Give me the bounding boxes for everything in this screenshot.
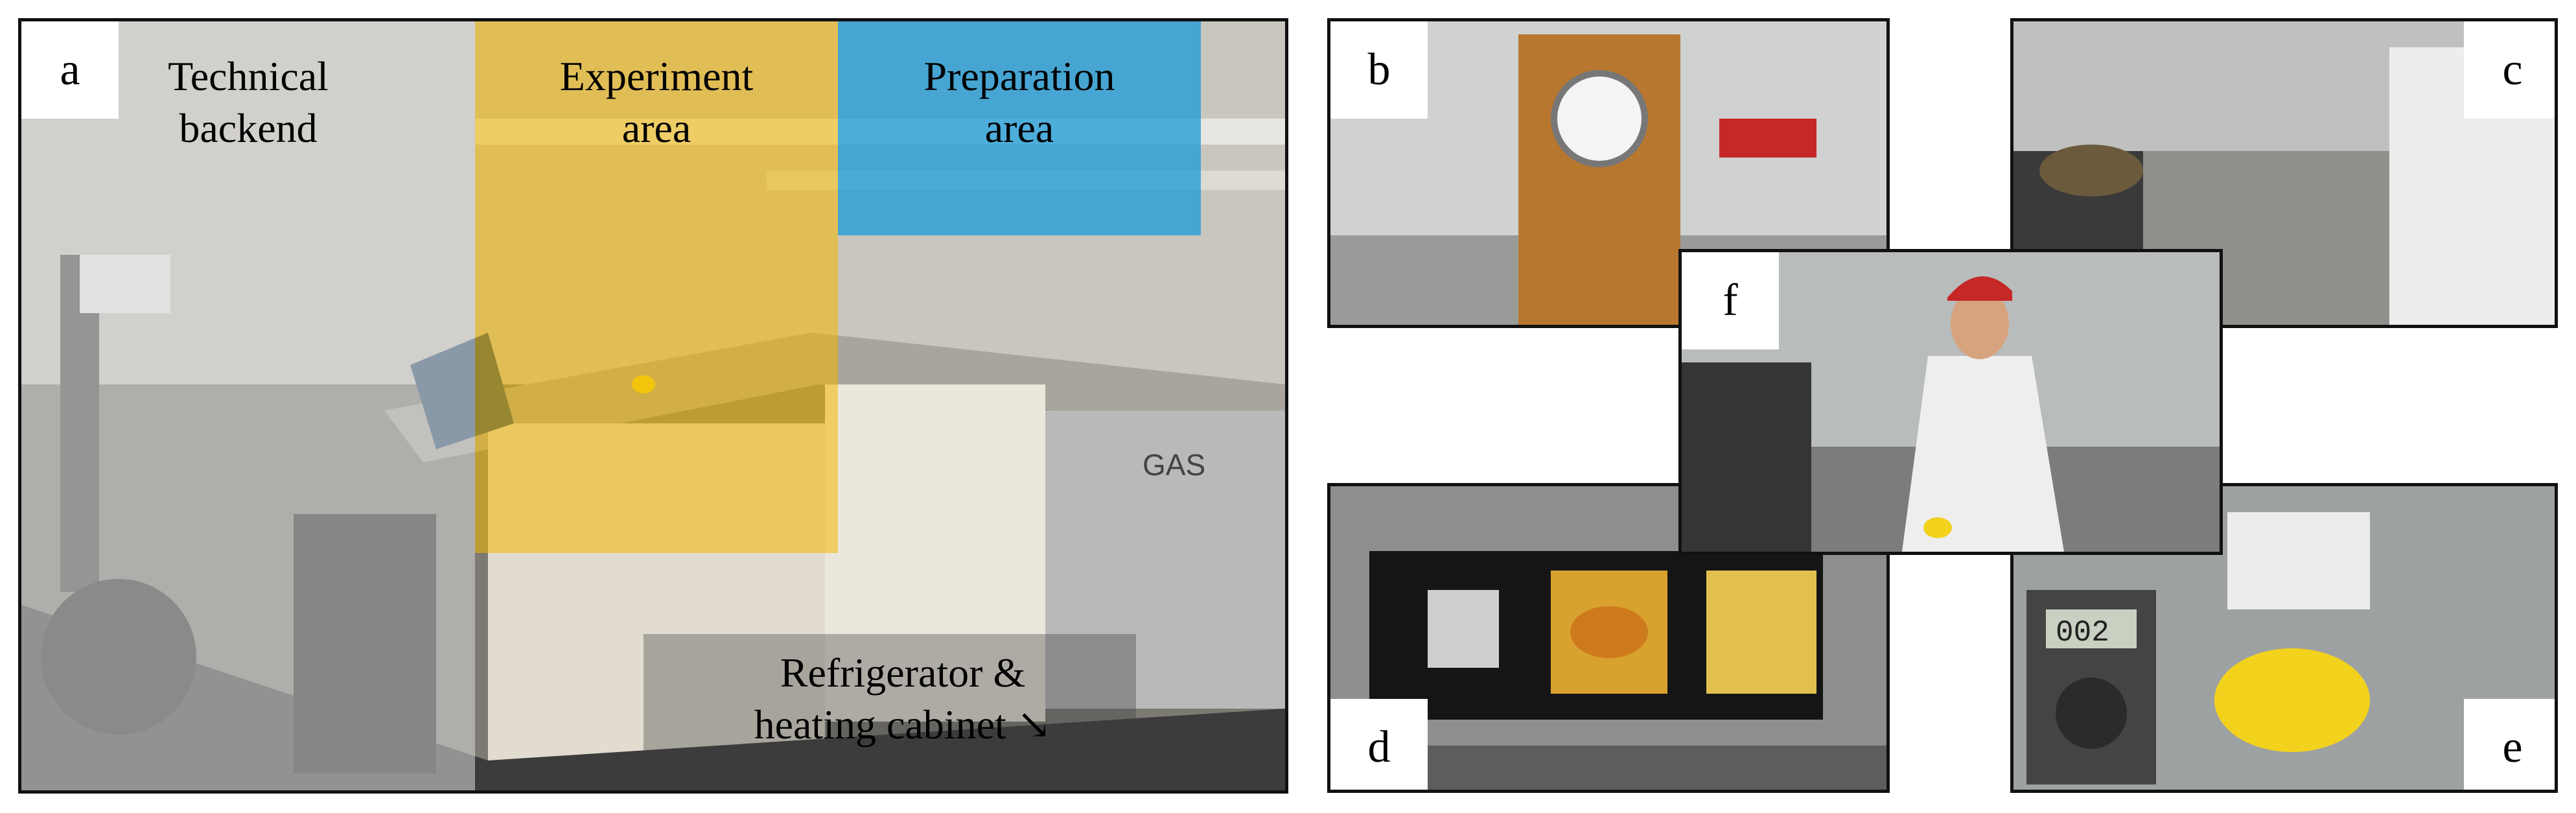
panel-letter-d: d [1330, 699, 1428, 790]
zone-experiment-area: Experiment area [475, 21, 838, 553]
presenter-photo [1682, 252, 2220, 552]
zone-refrigerator-label: Refrigerator & heating cabinet ↘ [754, 650, 1052, 748]
zone-experiment-area-label: Experiment area [559, 53, 754, 151]
zone-preparation-area: Preparation area [838, 21, 1201, 235]
panel-a: GAS Technical backend Experiment area Pr… [18, 18, 1288, 794]
panel-letter-c: c [2464, 21, 2555, 119]
gas-cabinet-label: GAS [1143, 448, 1205, 482]
zone-technical-backend-label: Technical backend [168, 53, 329, 151]
panel-letter-f: f [1682, 252, 1779, 349]
zone-refrigerator [644, 634, 1136, 790]
multimeter-display-text: 002 [2056, 616, 2109, 650]
panel-letter-b: b [1330, 21, 1428, 119]
panel-f: f [1678, 249, 2223, 555]
panel-e: 002 e [2010, 483, 2558, 793]
panel-letter-e: e [2464, 699, 2555, 790]
zone-technical-backend: Technical backend [21, 21, 475, 790]
zone-preparation-area-label: Preparation area [923, 53, 1115, 151]
panel-letter-a: a [21, 21, 119, 119]
